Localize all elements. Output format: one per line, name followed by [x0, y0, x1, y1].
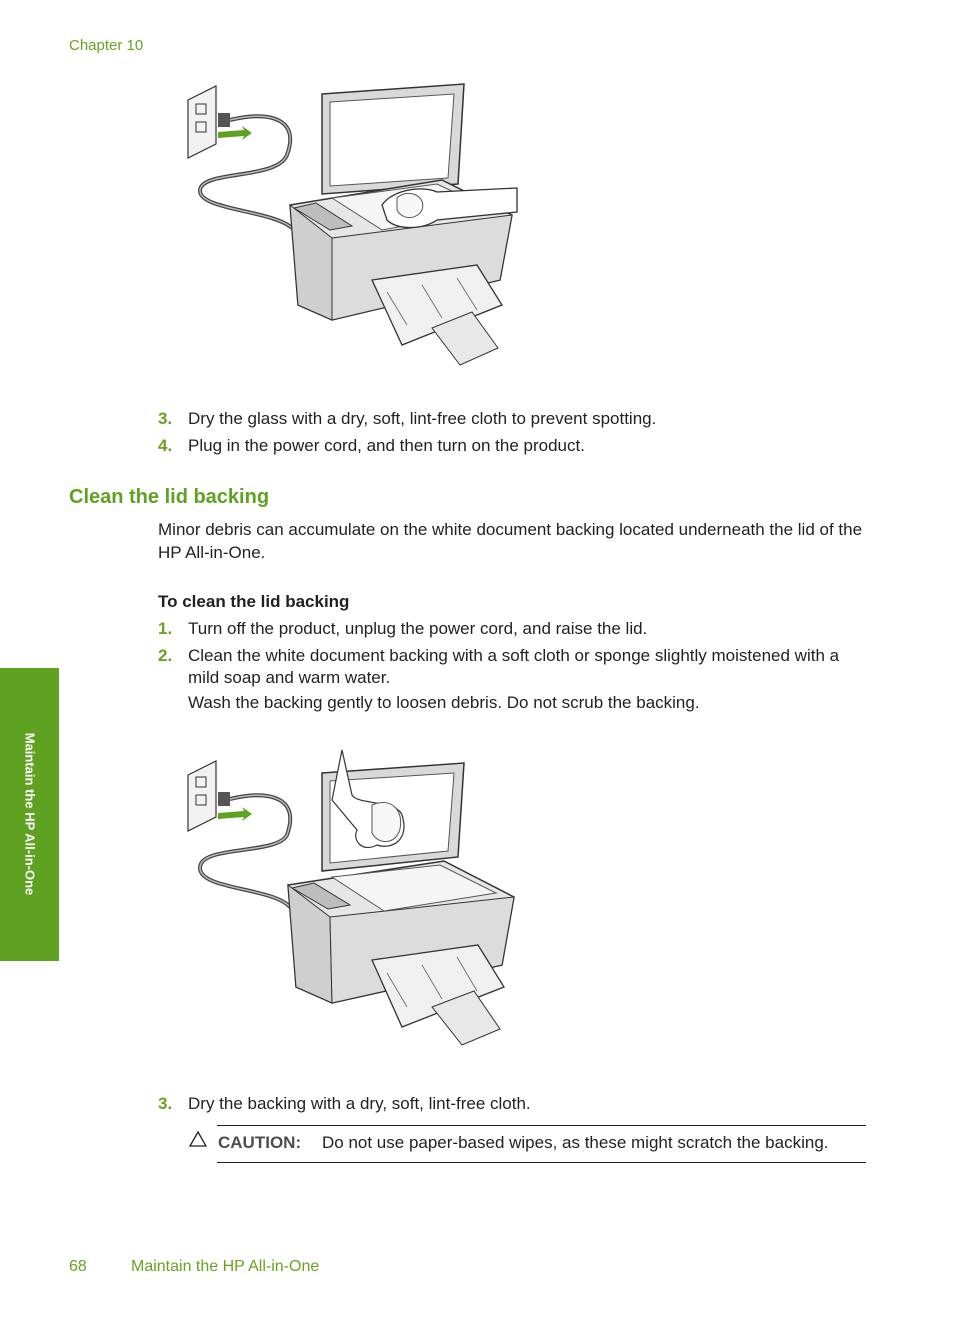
- page-number: 68: [69, 1258, 87, 1275]
- section-intro: Minor debris can accumulate on the white…: [158, 520, 863, 562]
- wall-outlet-icon: [187, 760, 217, 832]
- wall-outlet-icon: [187, 85, 217, 159]
- footer-title: Maintain the HP All-in-One: [131, 1258, 320, 1275]
- caution-label: CAUTION:: [218, 1133, 302, 1152]
- printer-cleaning-lid-illustration: [187, 749, 515, 1046]
- side-tab-label: Maintain the HP All-in-One: [22, 732, 38, 896]
- printer-cleaning-glass-illustration: [187, 83, 518, 366]
- procedure-title: To clean the lid backing: [158, 592, 350, 611]
- warning-triangle-icon: [189, 1131, 207, 1147]
- chapter-label: Chapter 10: [69, 37, 144, 54]
- caution-text: Do not use paper-based wipes, as these m…: [322, 1133, 829, 1152]
- caution-box: [217, 1125, 866, 1163]
- section-title: Clean the lid backing: [69, 486, 270, 508]
- side-tab: Maintain the HP All-in-One: [0, 668, 59, 961]
